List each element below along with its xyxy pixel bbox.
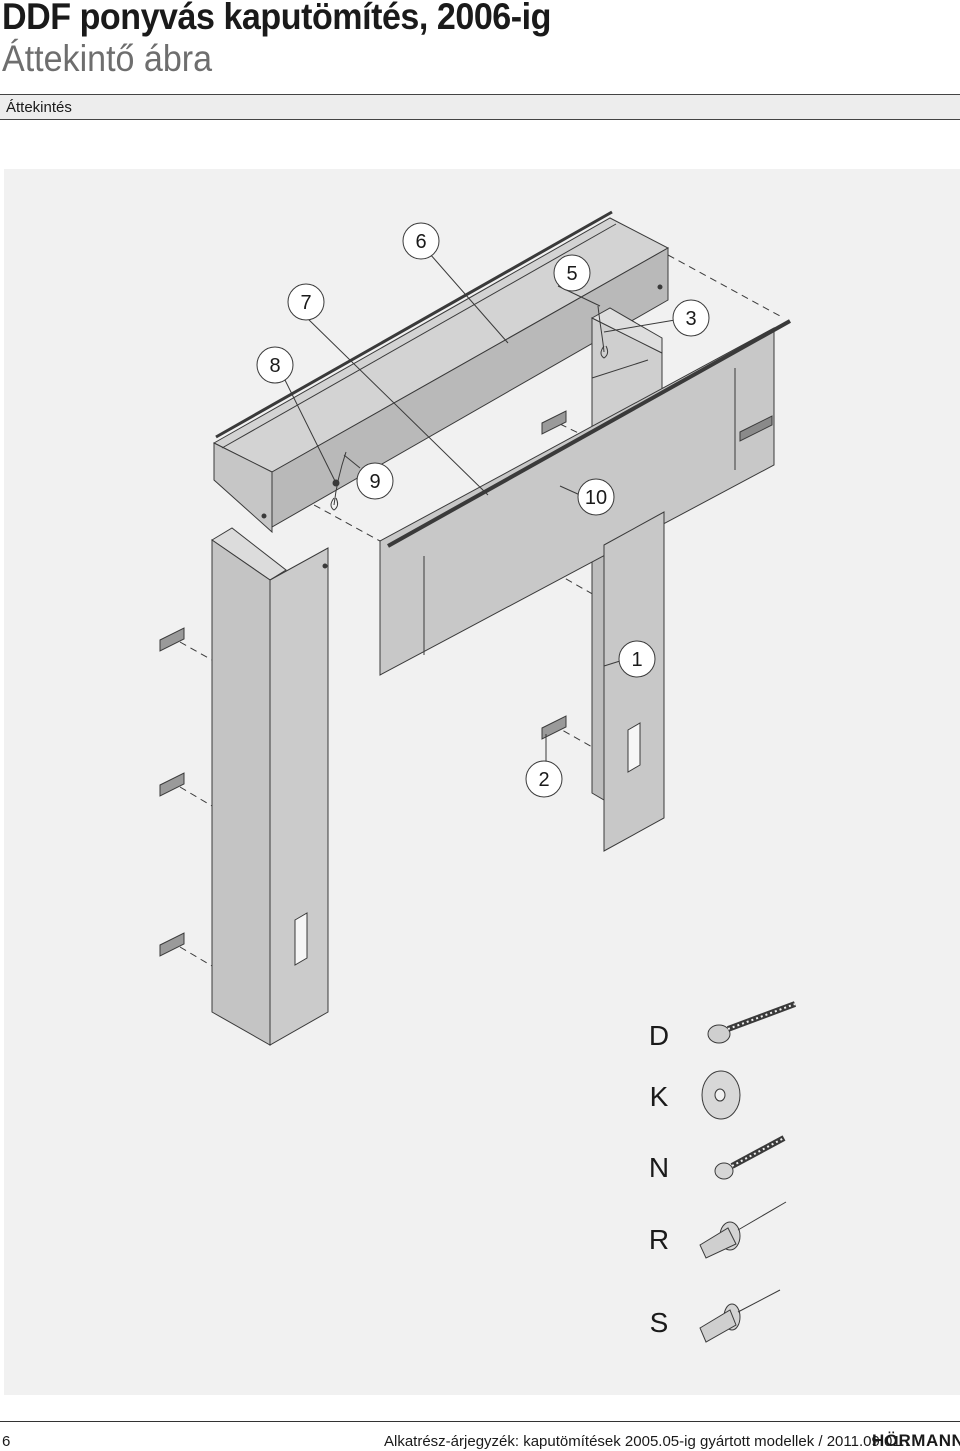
callout-10-label: 10 — [585, 487, 607, 509]
fastener-k — [701, 1070, 741, 1120]
legend-d: D — [649, 1020, 669, 1051]
callout-circles — [256, 222, 710, 798]
brackets — [159, 410, 567, 957]
callout-3-label: 3 — [685, 308, 696, 330]
callout-6-label: 6 — [415, 231, 426, 253]
canopy-top — [212, 210, 670, 534]
fastener-s — [699, 1289, 781, 1343]
callout-1-label: 2 — [538, 769, 549, 791]
front-curtain — [379, 319, 791, 676]
legend-s: S — [650, 1307, 669, 1338]
callout-5-label: 5 — [566, 263, 577, 285]
page-subtitle: Áttekintő ábra — [2, 38, 213, 79]
legend-k: K — [650, 1081, 669, 1112]
right-curtain — [603, 511, 665, 852]
legend-n: N — [649, 1152, 669, 1183]
legend-r: R — [649, 1224, 669, 1255]
section-label: Áttekintés — [6, 99, 72, 116]
callout-8-label: 8 — [269, 355, 280, 377]
page-number: 6 — [2, 1433, 11, 1450]
fastener-r — [699, 1201, 787, 1259]
page-title: DDF ponyvás kaputömítés, 2006-ig — [2, 0, 551, 37]
fastener-n — [714, 1135, 786, 1180]
footer-text: Alkatrész-árjegyzék: kaputömítések 2005.… — [384, 1433, 910, 1450]
callout-2-label: 1 — [631, 649, 642, 671]
brand-logo: HÖRMANN — [872, 1431, 960, 1450]
left-post — [211, 527, 329, 1046]
footer-divider — [0, 1421, 960, 1422]
section-bar: Áttekintés — [0, 94, 960, 120]
callout-9-label: 9 — [369, 471, 380, 493]
callout-7-label: 7 — [300, 292, 311, 314]
fastener-d — [707, 1001, 797, 1044]
